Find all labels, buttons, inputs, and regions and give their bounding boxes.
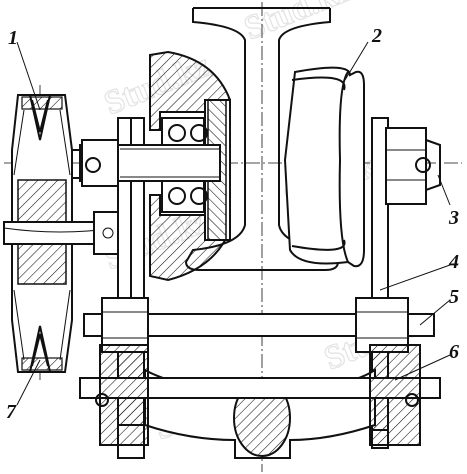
- leader-lines: [16, 41, 451, 406]
- suspension-beam: [79, 344, 441, 459]
- callout-labels: 1 2 3 4 5 6 7: [6, 25, 459, 423]
- callout-2: 2: [371, 25, 382, 47]
- tie-rod: [83, 297, 435, 353]
- callout-6: 6: [449, 341, 459, 363]
- left-axle-nut: [71, 139, 119, 187]
- callout-1: 1: [8, 27, 18, 49]
- i-beam-rail: [184, 7, 340, 271]
- callout-7: 7: [6, 401, 17, 423]
- callout-5: 5: [449, 286, 459, 308]
- idler-roller: [283, 66, 365, 268]
- right-axle-nut: [385, 127, 441, 205]
- ball-bearings: [161, 117, 208, 213]
- callout-4: 4: [448, 251, 459, 273]
- callout-3: 3: [448, 207, 459, 229]
